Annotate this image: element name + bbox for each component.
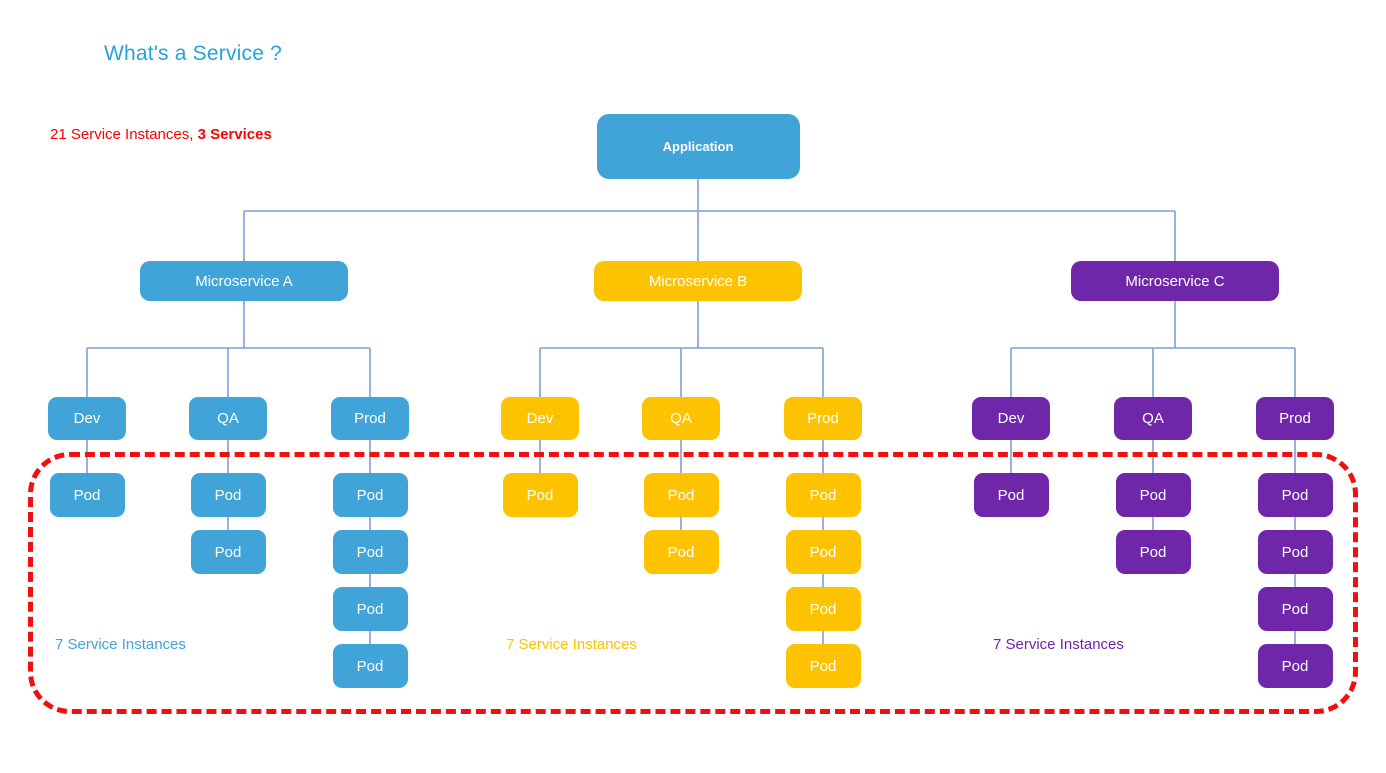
pod-node-microservice-c-qa-2[interactable]: Pod	[1115, 530, 1191, 574]
pod-node-microservice-a-prod-2-label: Pod	[356, 543, 384, 561]
pod-node-microservice-b-qa-2-label: Pod	[667, 543, 695, 561]
pod-node-microservice-c-dev-1-label: Pod	[997, 486, 1025, 504]
pod-node-microservice-b-dev-1[interactable]: Pod	[502, 473, 578, 517]
environment-node-microservice-a-dev-label: Dev	[73, 410, 101, 427]
service-instances-label-microservice-b: 7 Service Instances	[506, 636, 637, 653]
pod-node-microservice-c-qa-1[interactable]: Pod	[1115, 473, 1191, 517]
service-instances-label-microservice-a: 7 Service Instances	[55, 636, 186, 653]
pod-node-microservice-a-prod-1[interactable]: Pod	[332, 473, 408, 517]
environment-node-microservice-c-dev[interactable]: Dev	[972, 397, 1050, 440]
microservice-node-microservice-c-label: Microservice C	[1125, 272, 1225, 290]
pod-node-microservice-a-prod-4-label: Pod	[356, 657, 384, 675]
environment-node-microservice-a-prod[interactable]: Prod	[331, 397, 409, 440]
pod-node-microservice-a-qa-1-label: Pod	[214, 486, 242, 504]
pod-node-microservice-c-prod-3[interactable]: Pod	[1257, 587, 1333, 631]
pod-node-microservice-a-prod-4[interactable]: Pod	[332, 644, 408, 688]
pod-node-microservice-b-qa-2[interactable]: Pod	[643, 530, 719, 574]
pod-node-microservice-a-qa-1[interactable]: Pod	[190, 473, 266, 517]
pod-node-microservice-c-prod-4-label: Pod	[1281, 657, 1309, 675]
environment-node-microservice-c-qa-label: QA	[1142, 410, 1164, 427]
pod-node-microservice-b-prod-1-label: Pod	[809, 486, 837, 504]
environment-node-microservice-b-dev-label: Dev	[526, 410, 554, 427]
pod-node-microservice-b-prod-3-label: Pod	[809, 600, 837, 618]
legend-instances-text: 21 Service Instances,	[50, 126, 198, 143]
pod-node-microservice-a-dev-1[interactable]: Pod	[49, 473, 125, 517]
legend-total-instances: 21 Service Instances, 3 Services	[50, 126, 272, 143]
pod-node-microservice-b-dev-1-label: Pod	[526, 486, 554, 504]
environment-node-microservice-c-prod-label: Prod	[1279, 410, 1311, 427]
environment-node-microservice-c-prod[interactable]: Prod	[1256, 397, 1334, 440]
microservice-node-microservice-a[interactable]: Microservice A	[140, 261, 348, 301]
pod-node-microservice-b-qa-1[interactable]: Pod	[643, 473, 719, 517]
microservice-node-microservice-a-label: Microservice A	[195, 272, 293, 290]
pod-node-microservice-c-qa-1-label: Pod	[1139, 486, 1167, 504]
pod-node-microservice-a-prod-1-label: Pod	[356, 486, 384, 504]
environment-node-microservice-a-qa-label: QA	[217, 410, 239, 427]
pod-node-microservice-c-dev-1[interactable]: Pod	[973, 473, 1049, 517]
environment-node-microservice-b-prod[interactable]: Prod	[784, 397, 862, 440]
pod-node-microservice-c-prod-4[interactable]: Pod	[1257, 644, 1333, 688]
pod-node-microservice-a-qa-2[interactable]: Pod	[190, 530, 266, 574]
application-node[interactable]: Application	[596, 114, 800, 179]
environment-node-microservice-c-qa[interactable]: QA	[1114, 397, 1192, 440]
pod-node-microservice-c-prod-2[interactable]: Pod	[1257, 530, 1333, 574]
pod-node-microservice-b-qa-1-label: Pod	[667, 486, 695, 504]
pod-node-microservice-c-qa-2-label: Pod	[1139, 543, 1167, 561]
microservice-node-microservice-b-label: Microservice B	[648, 272, 748, 290]
pod-node-microservice-a-prod-3-label: Pod	[356, 600, 384, 618]
page-title: What's a Service ?	[104, 42, 283, 65]
environment-node-microservice-c-dev-label: Dev	[997, 410, 1025, 427]
environment-node-microservice-a-qa[interactable]: QA	[189, 397, 267, 440]
pod-node-microservice-c-prod-1-label: Pod	[1281, 486, 1309, 504]
environment-node-microservice-b-dev[interactable]: Dev	[501, 397, 579, 440]
application-node-label: Application	[662, 139, 734, 154]
environment-node-microservice-a-dev[interactable]: Dev	[48, 397, 126, 440]
pod-node-microservice-b-prod-2[interactable]: Pod	[785, 530, 861, 574]
environment-node-microservice-b-qa-label: QA	[670, 410, 692, 427]
microservice-node-microservice-b[interactable]: Microservice B	[594, 261, 802, 301]
legend-services-text: 3 Services	[197, 126, 272, 143]
pod-node-microservice-c-prod-2-label: Pod	[1281, 543, 1309, 561]
pod-node-microservice-b-prod-3[interactable]: Pod	[785, 587, 861, 631]
pod-node-microservice-b-prod-2-label: Pod	[809, 543, 837, 561]
environment-node-microservice-a-prod-label: Prod	[354, 410, 386, 427]
pod-node-microservice-a-qa-2-label: Pod	[214, 543, 242, 561]
service-instances-label-microservice-c: 7 Service Instances	[993, 636, 1124, 653]
pod-node-microservice-a-dev-1-label: Pod	[73, 486, 101, 504]
microservice-node-microservice-c[interactable]: Microservice C	[1071, 261, 1279, 301]
pod-node-microservice-c-prod-1[interactable]: Pod	[1257, 473, 1333, 517]
pod-node-microservice-b-prod-4-label: Pod	[809, 657, 837, 675]
pod-node-microservice-c-prod-3-label: Pod	[1281, 600, 1309, 618]
pod-node-microservice-a-prod-2[interactable]: Pod	[332, 530, 408, 574]
environment-node-microservice-b-prod-label: Prod	[807, 410, 839, 427]
environment-node-microservice-b-qa[interactable]: QA	[642, 397, 720, 440]
pod-node-microservice-a-prod-3[interactable]: Pod	[332, 587, 408, 631]
pod-node-microservice-b-prod-4[interactable]: Pod	[785, 644, 861, 688]
pod-node-microservice-b-prod-1[interactable]: Pod	[785, 473, 861, 517]
